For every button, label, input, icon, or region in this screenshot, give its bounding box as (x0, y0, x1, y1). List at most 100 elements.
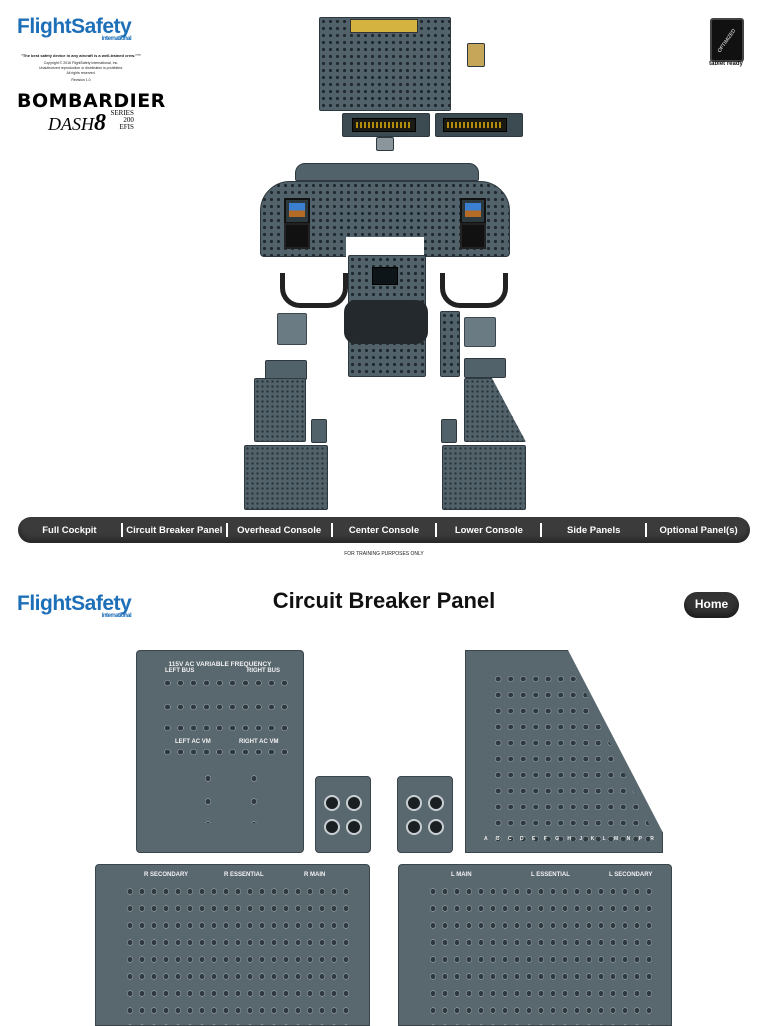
dc-breaker-panel-slanted[interactable] (465, 650, 663, 853)
row-letter: H (567, 836, 572, 842)
nav-divider (225, 523, 228, 537)
cb-panel-upper-left[interactable] (254, 378, 306, 442)
left-yoke[interactable] (280, 273, 348, 308)
row-letter: N (626, 836, 631, 842)
jack-panel-left[interactable] (311, 419, 327, 443)
standby-compass[interactable] (467, 43, 485, 67)
copyright-line: All rights reserved. (66, 71, 96, 75)
audio-jack[interactable] (346, 795, 362, 811)
compass-window (376, 137, 394, 151)
left-bus-breaker-panel[interactable]: L MAIN L ESSENTIAL L SECONDARY (398, 864, 672, 1026)
row-letter: C (508, 836, 512, 842)
nav-divider (645, 523, 648, 537)
ac-panel-title: 115V AC VARIABLE FREQUENCY (168, 661, 272, 668)
row-letter: G (555, 836, 560, 842)
nd-right (460, 223, 486, 249)
nav-full-cockpit[interactable]: Full Cockpit (42, 524, 97, 536)
nav-side-panels[interactable]: Side Panels (567, 524, 621, 536)
amber-display-right (443, 118, 507, 132)
logo-text: FlightSafety (17, 15, 132, 38)
l-essential-label: L ESSENTIAL (531, 872, 570, 878)
dc-breaker-grid[interactable] (492, 671, 652, 841)
ac-breaker-column[interactable] (247, 767, 261, 823)
cockpit-overview[interactable] (240, 15, 530, 510)
nav-divider (540, 523, 543, 537)
audio-jack[interactable] (324, 819, 340, 835)
nav-lower-console[interactable]: Lower Console (454, 524, 523, 536)
right-ac-vm-label: RIGHT AC VM (239, 739, 279, 745)
eyebrow-panel[interactable] (295, 163, 479, 181)
left-side-panel-upper[interactable] (277, 313, 307, 345)
page-title: Circuit Breaker Panel (272, 588, 496, 613)
model-number: 8 (94, 110, 106, 136)
nav-center-console[interactable]: Center Console (348, 524, 420, 536)
ac-breaker-column[interactable] (201, 767, 215, 823)
ac-breaker-row[interactable] (161, 700, 291, 714)
cb-panel-lower-right[interactable] (442, 445, 526, 510)
flightsafety-logo: FlightSafety international (17, 15, 132, 42)
audio-jack[interactable] (324, 795, 340, 811)
nav-divider (435, 523, 438, 537)
home-button[interactable]: Home (684, 592, 739, 618)
row-letter: J (579, 836, 583, 842)
copyright-line: Copyright © 2016 FlightSafety Internatio… (43, 61, 119, 65)
audio-jack-panel-right[interactable] (397, 776, 453, 853)
l-secondary-label: L SECONDARY (609, 872, 653, 878)
nav-overhead-console[interactable]: Overhead Console (237, 524, 322, 536)
right-bus-breaker-panel[interactable]: R SECONDARY R ESSENTIAL R MAIN (95, 864, 370, 1026)
r-secondary-label: R SECONDARY (144, 872, 189, 878)
right-side-console[interactable] (464, 358, 506, 378)
flightsafety-logo-page2: FlightSafety international (17, 592, 132, 619)
right-yoke[interactable] (440, 273, 508, 308)
throttle-quadrant[interactable] (344, 300, 428, 344)
ac-breaker-row[interactable] (161, 745, 291, 759)
cb-panel-upper-right[interactable] (464, 378, 526, 442)
nav-divider (120, 523, 123, 537)
audio-jack[interactable] (428, 819, 444, 835)
right-bus-label: RIGHT BUS (247, 668, 280, 674)
lower-console[interactable] (440, 311, 460, 377)
r-essential-label: R ESSENTIAL (224, 872, 264, 878)
dash8-logo: DASH8 SERIES 200 EFIS (48, 110, 134, 137)
series-line: 200 (123, 116, 134, 124)
audio-jack[interactable] (406, 819, 422, 835)
logo-sub: international (101, 613, 132, 619)
overhead-panel[interactable] (319, 17, 451, 111)
audio-jack-panel-left[interactable] (315, 776, 371, 853)
row-letter: B (496, 836, 500, 842)
jack-panel-right[interactable] (441, 419, 457, 443)
pfd-left (284, 198, 310, 224)
copyright-line: Unauthorized reproduction or distributio… (38, 66, 124, 70)
cb-panel-lower-left[interactable] (244, 445, 328, 510)
r-main-label: R MAIN (304, 872, 326, 878)
row-letter: R (650, 836, 654, 842)
l-main-label: L MAIN (451, 872, 472, 878)
model: DASH (48, 114, 94, 134)
bombardier-logo: BOMBARDIER (17, 90, 166, 112)
breaker-grid[interactable] (427, 883, 657, 1025)
series-line: SERIES (110, 109, 134, 117)
left-ac-vm-label: LEFT AC VM (175, 739, 211, 745)
audio-jack[interactable] (428, 795, 444, 811)
breaker-grid[interactable] (124, 883, 354, 1025)
right-side-panel-upper[interactable] (464, 317, 496, 347)
tablet-ready-icon: OPTIMIZED (710, 18, 744, 62)
ac-variable-frequency-panel[interactable]: 115V AC VARIABLE FREQUENCY LEFT BUS RIGH… (136, 650, 304, 853)
ac-breaker-row[interactable] (161, 676, 291, 690)
badge-text: OPTIMIZED (716, 28, 738, 54)
row-letter: D (520, 836, 524, 842)
audio-jack[interactable] (406, 795, 422, 811)
fms-screen (372, 267, 398, 285)
row-letter: P (638, 836, 642, 842)
series-line: EFIS (119, 123, 134, 131)
audio-jack[interactable] (346, 819, 362, 835)
nd-left (284, 223, 310, 249)
series: SERIES 200 EFIS (111, 110, 134, 131)
tablet-ready-caption: tablet ready (709, 61, 743, 67)
nav-circuit-breaker-panel[interactable]: Circuit Breaker Panel (126, 524, 223, 536)
left-bus-label: LEFT BUS (165, 668, 195, 674)
nav-optional-panels[interactable]: Optional Panel(s) (659, 524, 738, 536)
ac-breaker-row[interactable] (161, 721, 291, 735)
left-side-console[interactable] (265, 360, 307, 380)
